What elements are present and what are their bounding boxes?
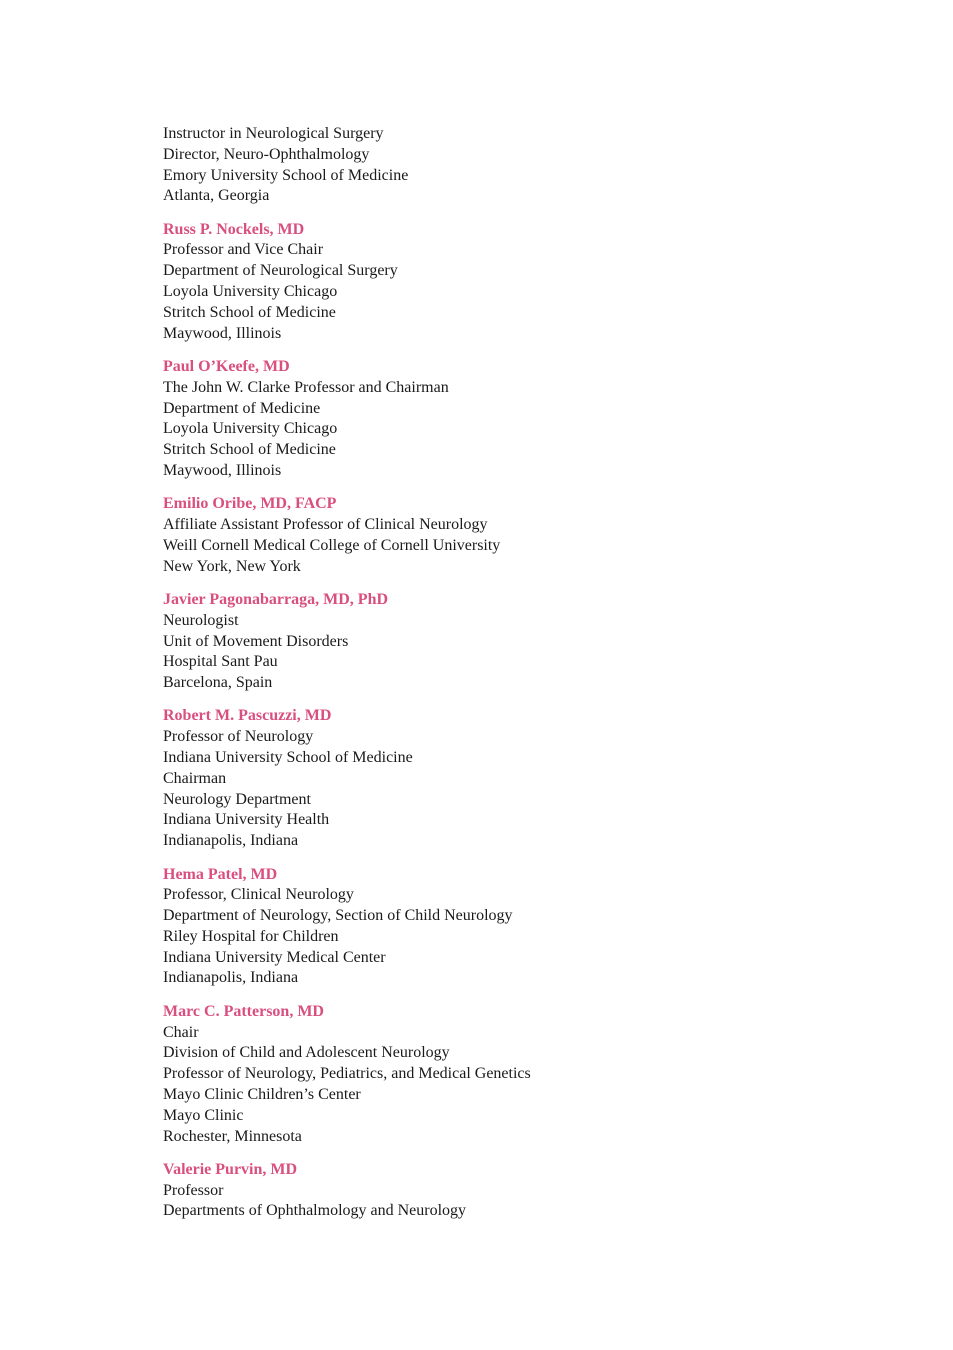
affiliation-line: Hospital Sant Pau [163, 653, 278, 671]
affiliation-line: Professor of Neurology, Pediatrics, and … [163, 1065, 531, 1083]
affiliation-line: Mayo Clinic Children’s Center [163, 1085, 361, 1103]
contributor-entry: Hema Patel, MD Professor, Clinical Neuro… [163, 865, 863, 990]
contributor-entry: Emilio Oribe, MD, FACP Affiliate Assista… [163, 494, 863, 577]
affiliation-line: Indianapolis, Indiana [163, 832, 299, 850]
contributor-entry: Instructor in Neurological Surgery Direc… [163, 124, 863, 207]
affiliation-line: Rochester, Minnesota [163, 1127, 302, 1145]
affiliation-line: Chairman [163, 769, 227, 787]
affiliation-line: Riley Hospital for Children [163, 927, 339, 945]
affiliation-line: Department of Neurology, Section of Chil… [163, 907, 513, 925]
contributor-name: Hema Patel, MD [163, 865, 278, 883]
contributor-list: Instructor in Neurological Surgery Direc… [163, 124, 863, 1235]
contributor-name: Emilio Oribe, MD, FACP [163, 495, 337, 513]
contributor-name: Robert M. Pascuzzi, MD [163, 707, 332, 725]
affiliation-line: Indiana University Health [163, 811, 330, 829]
contributor-name: Valerie Purvin, MD [163, 1160, 298, 1178]
contributor-name: Marc C. Patterson, MD [163, 1002, 324, 1020]
affiliation-line: Maywood, Illinois [163, 461, 282, 479]
contributor-entry: Robert M. Pascuzzi, MD Professor of Neur… [163, 706, 863, 852]
contributor-name: Russ P. Nockels, MD [163, 220, 305, 238]
affiliation-line: Weill Cornell Medical College of Cornell… [163, 536, 501, 554]
affiliation-line: Affiliate Assistant Professor of Clinica… [163, 516, 488, 534]
affiliation-line: Director, Neuro-Ophthalmology [163, 145, 370, 163]
affiliation-line: Mayo Clinic [163, 1106, 244, 1124]
affiliation-line: Department of Neurological Surgery [163, 262, 398, 280]
affiliation-line: New York, New York [163, 557, 301, 575]
contributor-name: Javier Pagonabarraga, MD, PhD [163, 590, 389, 608]
contributor-entry: Paul O’Keefe, MD The John W. Clarke Prof… [163, 357, 863, 482]
contributor-entry: Javier Pagonabarraga, MD, PhD Neurologis… [163, 590, 863, 694]
contributor-name: Paul O’Keefe, MD [163, 357, 290, 375]
affiliation-line: Loyola University Chicago [163, 283, 338, 301]
affiliation-line: Chair [163, 1023, 199, 1041]
contributor-entry: Russ P. Nockels, MD Professor and Vice C… [163, 220, 863, 345]
affiliation-line: Barcelona, Spain [163, 674, 273, 692]
affiliation-line: Indianapolis, Indiana [163, 969, 299, 987]
affiliation-line: Departments of Ophthalmology and Neurolo… [163, 1202, 467, 1220]
affiliation-line: Professor and Vice Chair [163, 241, 324, 259]
affiliation-line: Instructor in Neurological Surgery [163, 125, 384, 142]
affiliation-line: Maywood, Illinois [163, 324, 282, 342]
affiliation-line: Division of Child and Adolescent Neurolo… [163, 1044, 450, 1062]
affiliation-line: Professor, Clinical Neurology [163, 886, 354, 904]
affiliation-line: The John W. Clarke Professor and Chairma… [163, 378, 449, 396]
affiliation-line: Professor of Neurology [163, 728, 314, 746]
affiliation-line: Neurologist [163, 611, 239, 629]
affiliation-line: Indiana University Medical Center [163, 948, 386, 966]
affiliation-line: Indiana University School of Medicine [163, 749, 413, 767]
affiliation-line: Stritch School of Medicine [163, 441, 336, 459]
affiliation-line: Neurology Department [163, 790, 311, 808]
contributor-entry: Valerie Purvin, MD Professor Departments… [163, 1160, 863, 1222]
contributor-entry: Marc C. Patterson, MD Chair Division of … [163, 1002, 863, 1148]
affiliation-line: Atlanta, Georgia [163, 187, 270, 205]
affiliation-line: Emory University School of Medicine [163, 166, 409, 184]
affiliation-line: Loyola University Chicago [163, 420, 338, 438]
affiliation-line: Professor [163, 1181, 224, 1199]
affiliation-line: Department of Medicine [163, 399, 321, 417]
affiliation-line: Stritch School of Medicine [163, 303, 336, 321]
affiliation-line: Unit of Movement Disorders [163, 632, 349, 650]
